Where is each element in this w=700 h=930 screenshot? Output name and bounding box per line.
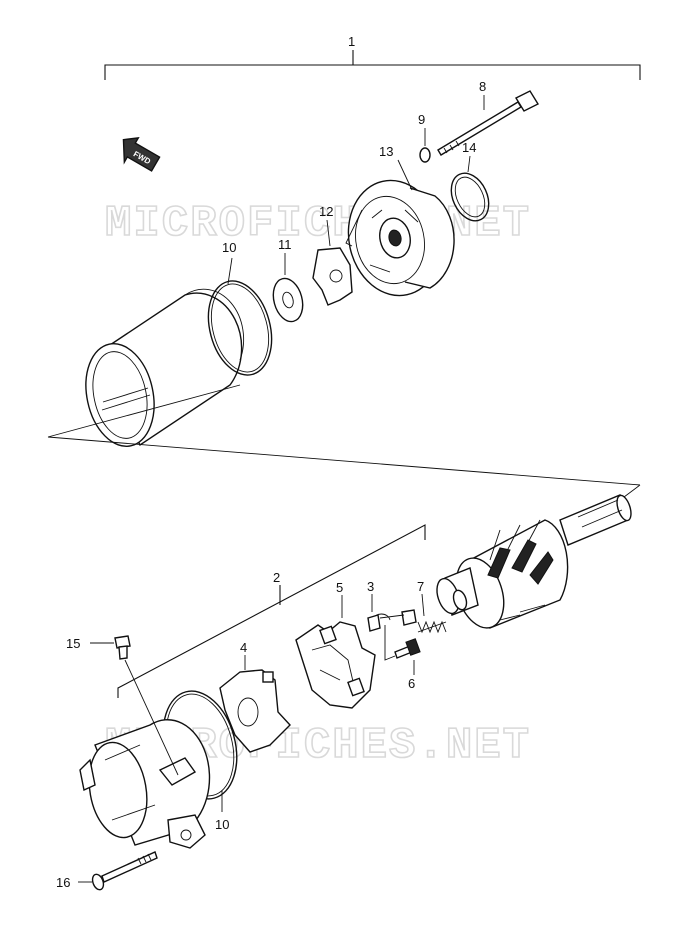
seal-ring-inner (454, 176, 486, 218)
hex-bolt-part[interactable] (114, 635, 131, 660)
small-o-ring-part[interactable] (419, 147, 431, 163)
callout-12[interactable]: 12 (319, 204, 333, 219)
bracket-assembly-1 (104, 50, 641, 80)
armature-part[interactable] (433, 494, 634, 634)
o-ring-top-part[interactable] (199, 274, 282, 382)
callout-15[interactable]: 15 (66, 636, 80, 651)
yoke-housing-part[interactable] (77, 288, 245, 452)
bolt-alignment-line (124, 659, 179, 776)
callout-16[interactable]: 16 (56, 875, 70, 890)
callout-7[interactable]: 7 (417, 579, 424, 594)
watermark-top: MICROFICHES.NET (105, 199, 531, 249)
callout-9[interactable]: 9 (418, 112, 425, 127)
fwd-arrow-icon: FWD (122, 137, 161, 172)
long-screw-part[interactable] (91, 851, 158, 891)
through-bolt-part[interactable] (437, 90, 539, 156)
callout-4[interactable]: 4 (240, 640, 247, 655)
callout-3[interactable]: 3 (367, 579, 374, 594)
callout-6[interactable]: 6 (408, 676, 415, 691)
brush-holder-part[interactable] (295, 621, 376, 709)
bracket-assembly-2 (117, 524, 426, 698)
callout-11[interactable]: 11 (278, 237, 292, 252)
callout-14[interactable]: 14 (462, 140, 476, 155)
callout-2[interactable]: 2 (273, 570, 280, 585)
coil-spring-part[interactable] (417, 620, 447, 634)
seal-ring-part[interactable] (444, 167, 496, 227)
lock-plate-part[interactable] (312, 247, 353, 306)
screw-part[interactable] (394, 638, 421, 659)
end-cover-part[interactable] (338, 172, 455, 305)
brush-plate-part[interactable] (219, 669, 291, 753)
callout-13[interactable]: 13 (379, 144, 393, 159)
callout-1[interactable]: 1 (348, 34, 355, 49)
brush-spring-part[interactable] (367, 609, 417, 632)
washer-part[interactable] (269, 275, 307, 325)
callout-10-top[interactable]: 10 (222, 240, 236, 255)
callout-10-bottom[interactable]: 10 (215, 817, 229, 832)
o-ring-top-inner (210, 283, 270, 373)
callout-5[interactable]: 5 (336, 580, 343, 595)
front-housing-part[interactable] (79, 719, 211, 849)
callout-8[interactable]: 8 (479, 79, 486, 94)
